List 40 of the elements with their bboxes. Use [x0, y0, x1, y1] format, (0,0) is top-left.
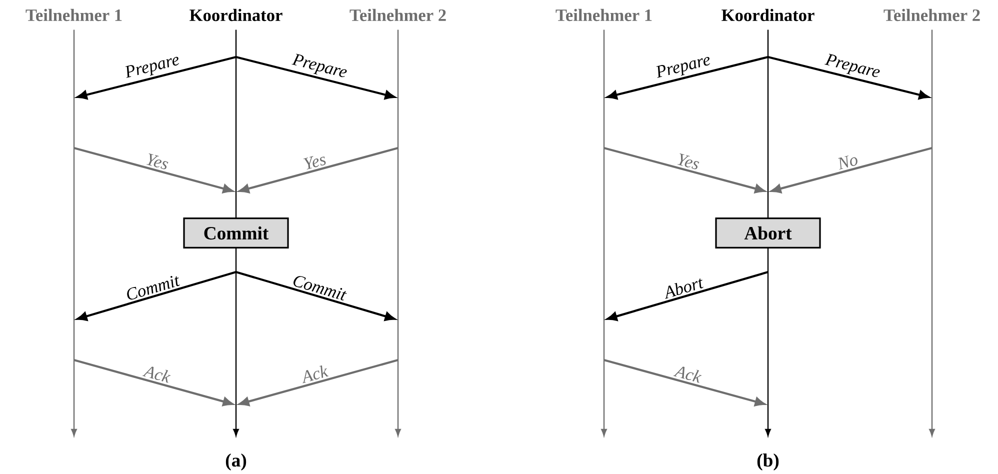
message-arrow: [236, 56, 396, 100]
figure-caption: (a): [226, 454, 246, 470]
lifeline: [929, 30, 935, 436]
edge-label: Prepare: [122, 52, 183, 84]
edge-label: Prepare: [822, 52, 883, 83]
message-arrow: [606, 56, 768, 100]
lifeline: [395, 30, 401, 436]
edge-label: No: [834, 152, 861, 172]
state-box: Abort: [715, 218, 821, 248]
edge-label: Yes: [143, 151, 172, 172]
edge-label: Yes: [300, 151, 329, 172]
message-arrow: [768, 56, 930, 100]
edge-label: Ack: [298, 362, 330, 385]
lifeline: [765, 248, 771, 436]
message-arrow: [76, 270, 236, 321]
message-arrow: [74, 146, 234, 194]
message-arrow: [238, 358, 398, 406]
message-arrow: [770, 146, 932, 194]
edge-label: Ack: [142, 362, 174, 385]
message-arrow: [606, 270, 768, 321]
edge-label: Abort: [661, 274, 706, 300]
lifeline: [233, 248, 239, 436]
edge-label: Prepare: [289, 52, 350, 84]
lifeline: [71, 30, 77, 436]
message-arrow: [236, 270, 396, 321]
message-arrow: [604, 146, 766, 194]
lifeline: [601, 30, 607, 436]
message-arrow: [604, 358, 766, 406]
edge-label: Yes: [674, 152, 702, 172]
lifeline: [235, 30, 237, 218]
figure-caption: (b): [757, 454, 779, 470]
edge-label: Prepare: [653, 52, 714, 83]
message-arrow: [76, 56, 236, 100]
message-arrow: [74, 358, 234, 406]
edge-label: Commit: [290, 272, 350, 303]
lifeline: [767, 30, 769, 218]
message-arrow: [238, 146, 398, 194]
state-box: Commit: [183, 218, 289, 248]
edge-label: Ack: [672, 362, 704, 385]
edge-label: Commit: [122, 272, 182, 303]
